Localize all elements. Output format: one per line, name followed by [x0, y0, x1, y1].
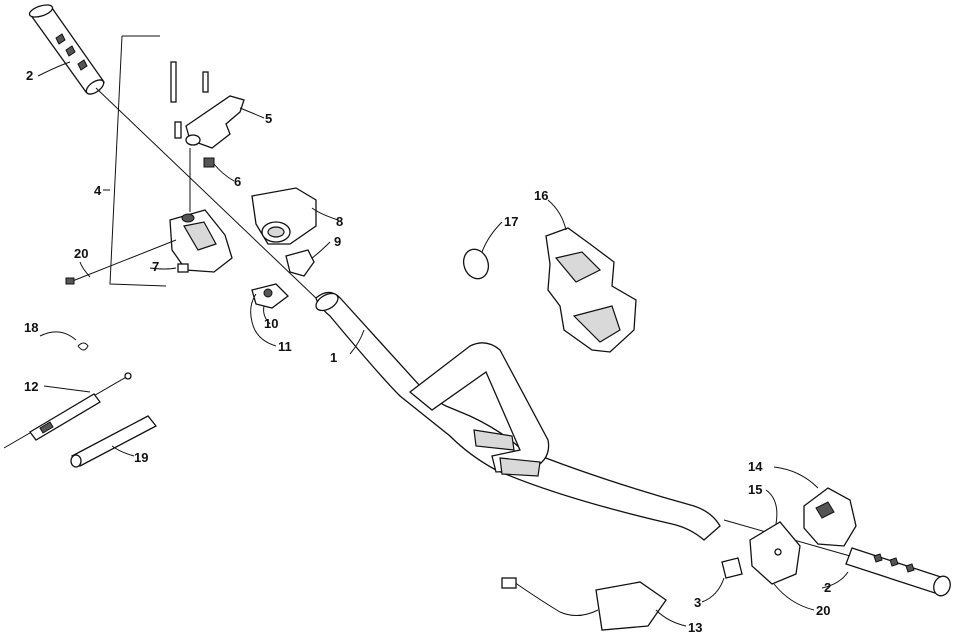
axis-line	[95, 87, 319, 301]
callout-10: 10	[264, 316, 278, 331]
mount-bracket	[545, 227, 637, 353]
callout-16: 16	[534, 188, 548, 203]
callout-12: 12	[24, 379, 38, 394]
callout-4: 4	[94, 183, 102, 198]
throttle-housing	[169, 209, 233, 273]
callout-15: 15	[748, 482, 762, 497]
sleeve	[721, 557, 743, 579]
callout-17: 17	[504, 214, 518, 229]
callout-2-right: 2	[824, 580, 831, 595]
clip-part	[285, 249, 315, 277]
callout-8: 8	[336, 214, 343, 229]
callout-14: 14	[748, 459, 763, 474]
callout-3: 3	[694, 595, 701, 610]
callout-18: 18	[24, 320, 38, 335]
throttle-lever-assembly	[170, 61, 245, 212]
switch-housing-right	[803, 487, 857, 547]
switch-part	[251, 283, 289, 309]
callout-20-right: 20	[816, 603, 830, 618]
callout-13: 13	[688, 620, 702, 635]
cover-plate	[749, 521, 801, 585]
bracket-line	[109, 35, 167, 287]
wiring-harness	[501, 577, 667, 631]
callout-9: 9	[334, 234, 341, 249]
leader-lines	[37, 61, 849, 627]
right-grip	[845, 547, 951, 597]
callout-5: 5	[265, 111, 272, 126]
left-grip	[28, 4, 105, 95]
spring-clip	[462, 248, 490, 280]
callout-20-left: 20	[74, 246, 88, 261]
callout-1: 1	[330, 350, 337, 365]
callout-2-left: 2	[26, 68, 33, 83]
throttle-cable	[3, 342, 132, 449]
callout-6: 6	[234, 174, 241, 189]
tube	[70, 415, 157, 468]
callout-7: 7	[152, 259, 159, 274]
callout-19: 19	[134, 450, 148, 465]
housing-cover	[251, 187, 317, 245]
callouts: 2 4 5 6 8 9 7 20 10 11 1 18 12 19 16 17 …	[24, 68, 831, 635]
handlebar	[315, 291, 721, 541]
callout-11: 11	[278, 339, 292, 354]
